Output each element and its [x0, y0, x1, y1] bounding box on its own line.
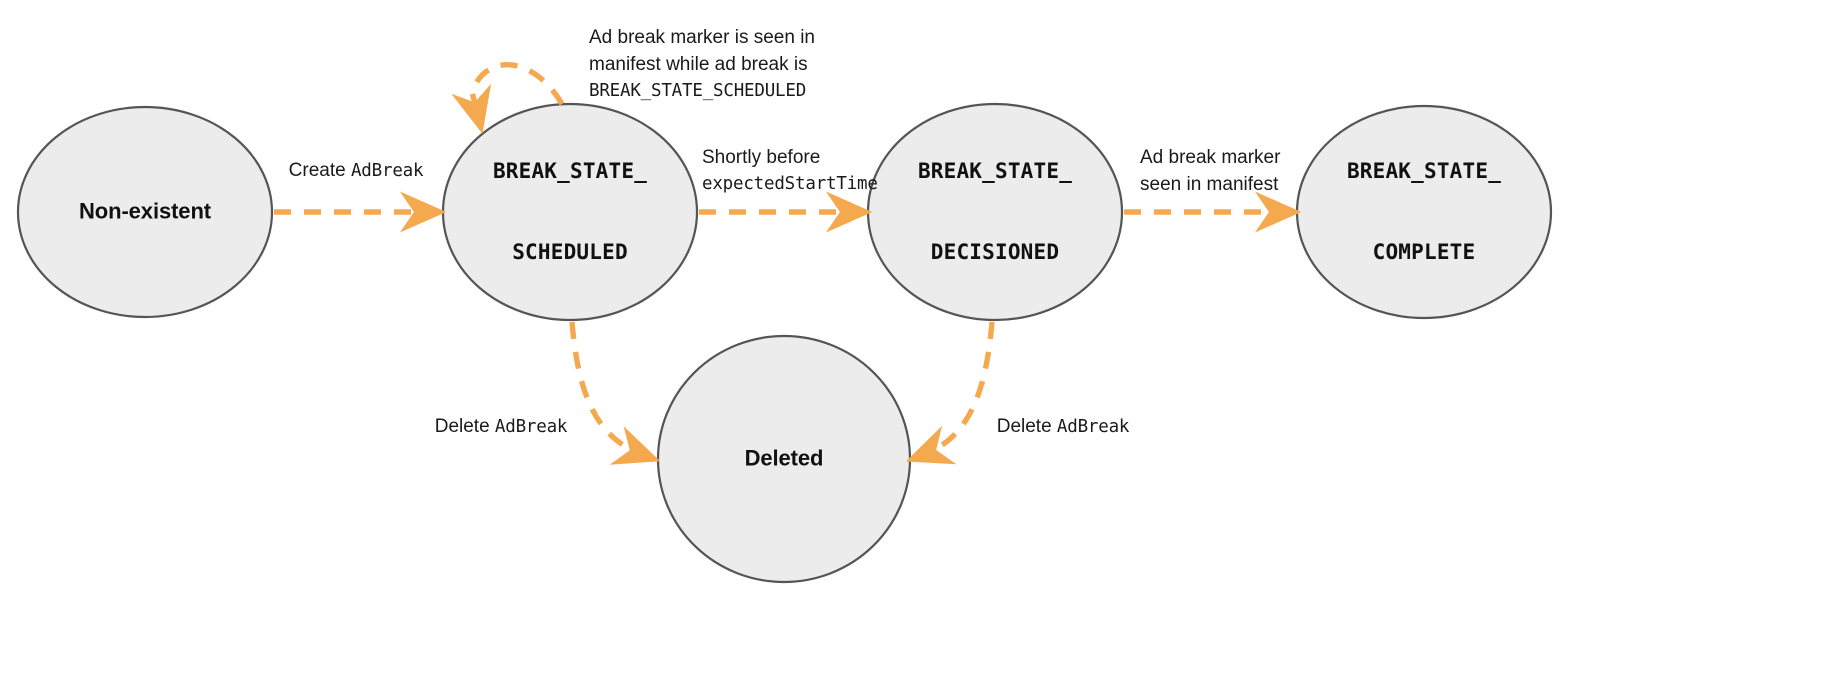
node-shapes: [16, 102, 1553, 584]
node-shape-break-state-complete[interactable]: [1295, 104, 1553, 320]
edge-scheduled-to-deleted[interactable]: [569, 321, 661, 465]
node-shape-break-state-scheduled[interactable]: [441, 102, 699, 322]
node-shape-deleted[interactable]: [656, 334, 912, 584]
edge-paths: [274, 62, 1302, 465]
edge-decisioned-to-deleted[interactable]: [905, 321, 995, 465]
node-shape-break-state-decisioned[interactable]: [866, 102, 1124, 322]
node-shape-non-existent[interactable]: [16, 105, 274, 319]
edge-self-loop-scheduled[interactable]: [451, 62, 565, 134]
